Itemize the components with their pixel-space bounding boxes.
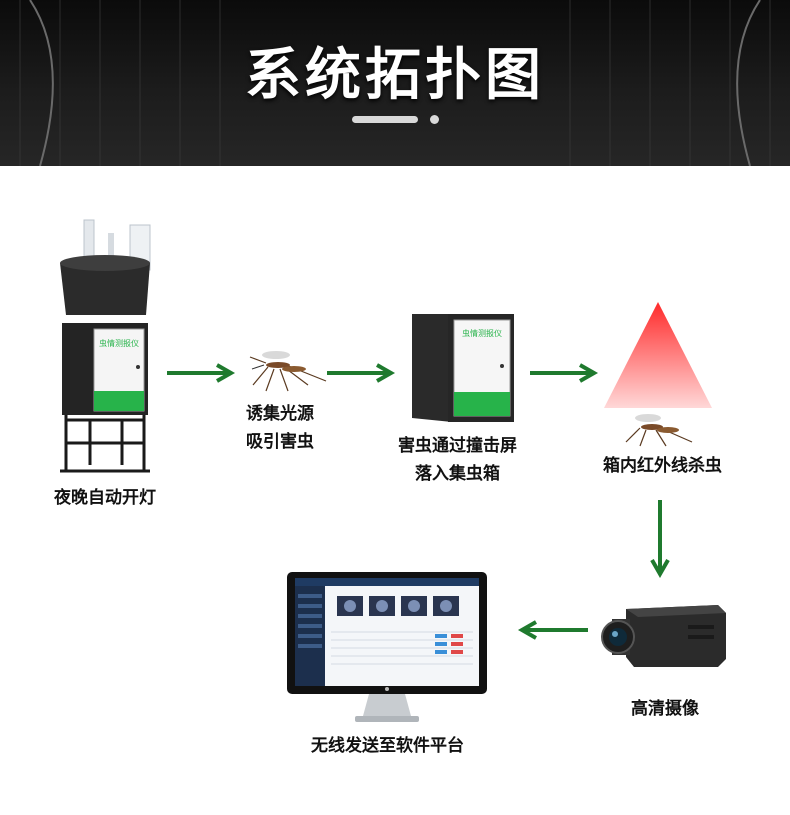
step-label-collect-2: 落入集虫箱	[415, 464, 500, 484]
step-label-lure-light-1: 诱集光源	[246, 404, 314, 424]
header-banner: 系统拓扑图	[0, 0, 790, 166]
monitor-software-icon	[287, 572, 487, 722]
arrow-down-icon	[650, 500, 670, 578]
device-brand-label-1: 虫情测报仪	[99, 338, 139, 348]
collection-box-icon: 虫情测报仪	[412, 314, 514, 422]
device-brand-label-2: 虫情测报仪	[462, 328, 502, 338]
step-label-lure-light-2: 吸引害虫	[246, 432, 314, 452]
arrow-left-icon	[517, 620, 588, 640]
step-label-collect-1: 害虫通过撞击屏	[398, 436, 517, 456]
step-label-wireless: 无线发送至软件平台	[311, 736, 464, 756]
arrow-right-icon	[327, 363, 396, 383]
arrow-right-icon	[167, 363, 236, 383]
mosquito-icon-dead	[625, 414, 693, 447]
header-decoration	[19, 0, 771, 166]
infrared-beam-icon	[604, 302, 712, 447]
arrow-right-icon	[530, 363, 599, 383]
mosquito-icon	[249, 351, 327, 392]
page-title: 系统拓扑图	[245, 43, 545, 108]
step-label-ir-kill: 箱内红外线杀虫	[603, 456, 722, 476]
step-label-camera: 高清摄像	[631, 699, 699, 719]
title-underline	[352, 116, 418, 123]
hd-camera-icon	[601, 605, 726, 667]
insect-trap-device-icon: 虫情测报仪	[60, 219, 151, 473]
step-label-night-lamp: 夜晚自动开灯	[54, 488, 156, 508]
title-dot	[430, 115, 439, 124]
